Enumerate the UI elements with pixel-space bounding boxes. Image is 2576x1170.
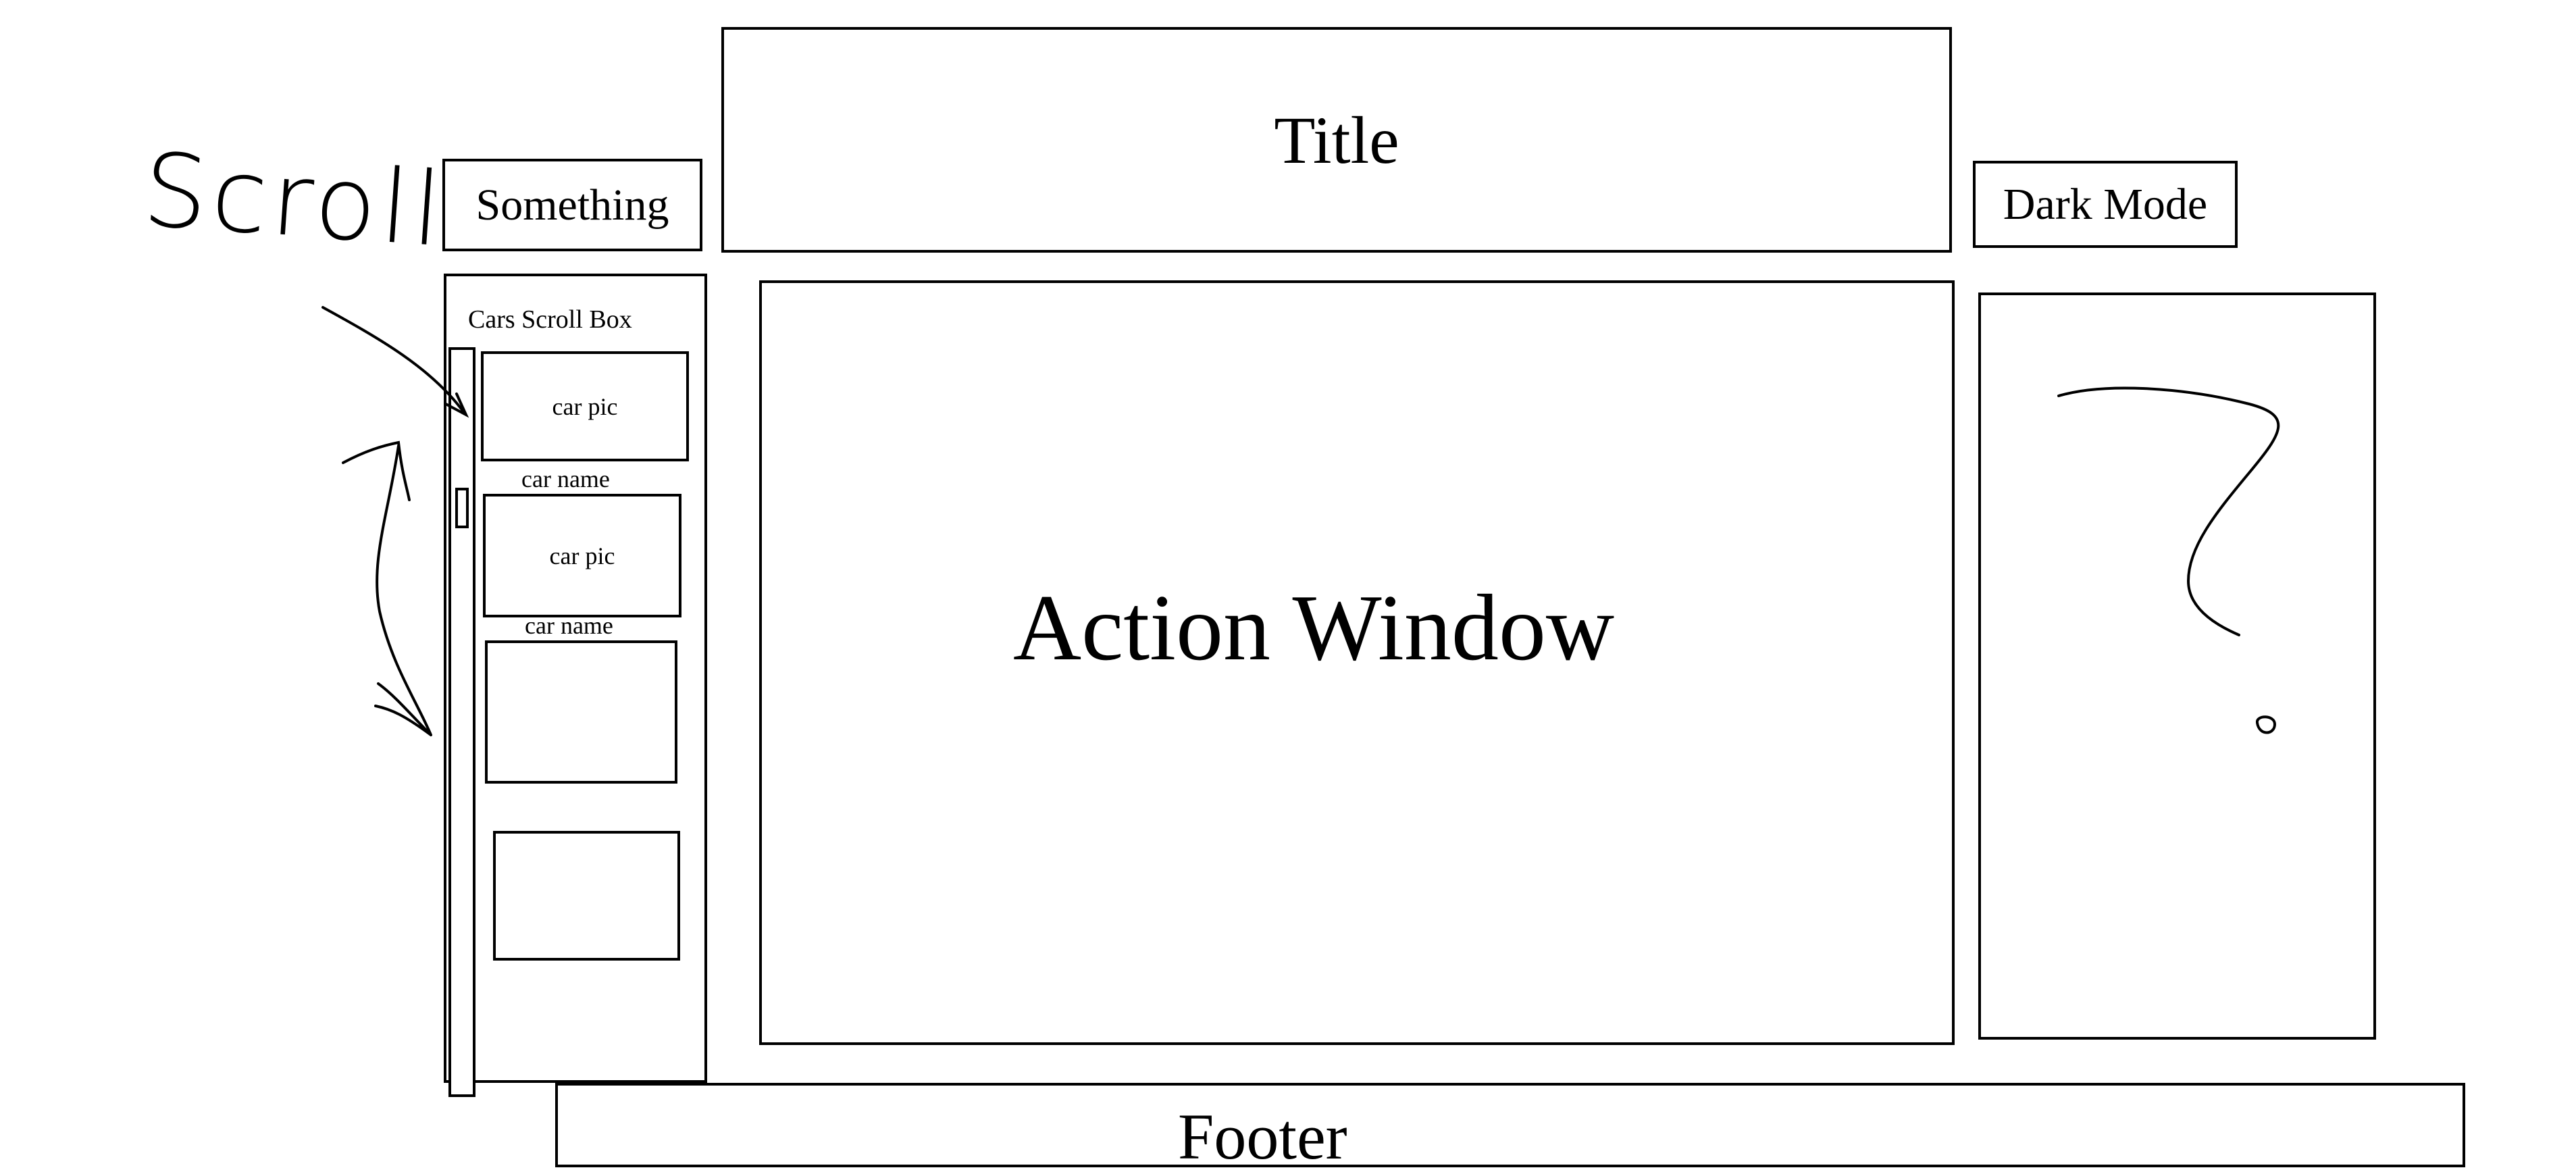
car-card[interactable] bbox=[493, 831, 680, 961]
right-panel: ? bbox=[1978, 292, 2376, 1040]
something-button[interactable]: Something bbox=[442, 159, 702, 251]
car-name: car name bbox=[525, 612, 613, 639]
dark-mode-button[interactable]: Dark Mode bbox=[1973, 161, 2238, 248]
action-window[interactable]: Action Window bbox=[759, 280, 1955, 1045]
up-down-arrow-icon bbox=[342, 440, 432, 736]
scrollbar[interactable] bbox=[448, 347, 475, 1097]
cars-scroll-box-heading: Cars Scroll Box bbox=[468, 305, 632, 334]
footer-label: Footer bbox=[1178, 1100, 1347, 1167]
something-button-label: Something bbox=[475, 180, 669, 230]
scroll-annotation: Scroll bbox=[139, 131, 449, 270]
car-card[interactable]: car pic bbox=[481, 351, 689, 461]
page-title: Title bbox=[1274, 102, 1399, 178]
question-mark-label: ? bbox=[1981, 295, 1982, 296]
car-card[interactable] bbox=[485, 640, 677, 784]
car-card[interactable]: car pic bbox=[483, 494, 681, 617]
car-pic: car pic bbox=[552, 392, 618, 420]
car-name: car name bbox=[521, 465, 610, 492]
action-window-label: Action Window bbox=[1013, 576, 1615, 680]
car-pic: car pic bbox=[549, 542, 615, 569]
dark-mode-button-label: Dark Mode bbox=[2003, 179, 2208, 229]
scrollbar-thumb[interactable] bbox=[455, 488, 469, 528]
footer: Footer bbox=[555, 1083, 2465, 1167]
title-box: Title bbox=[721, 27, 1952, 253]
